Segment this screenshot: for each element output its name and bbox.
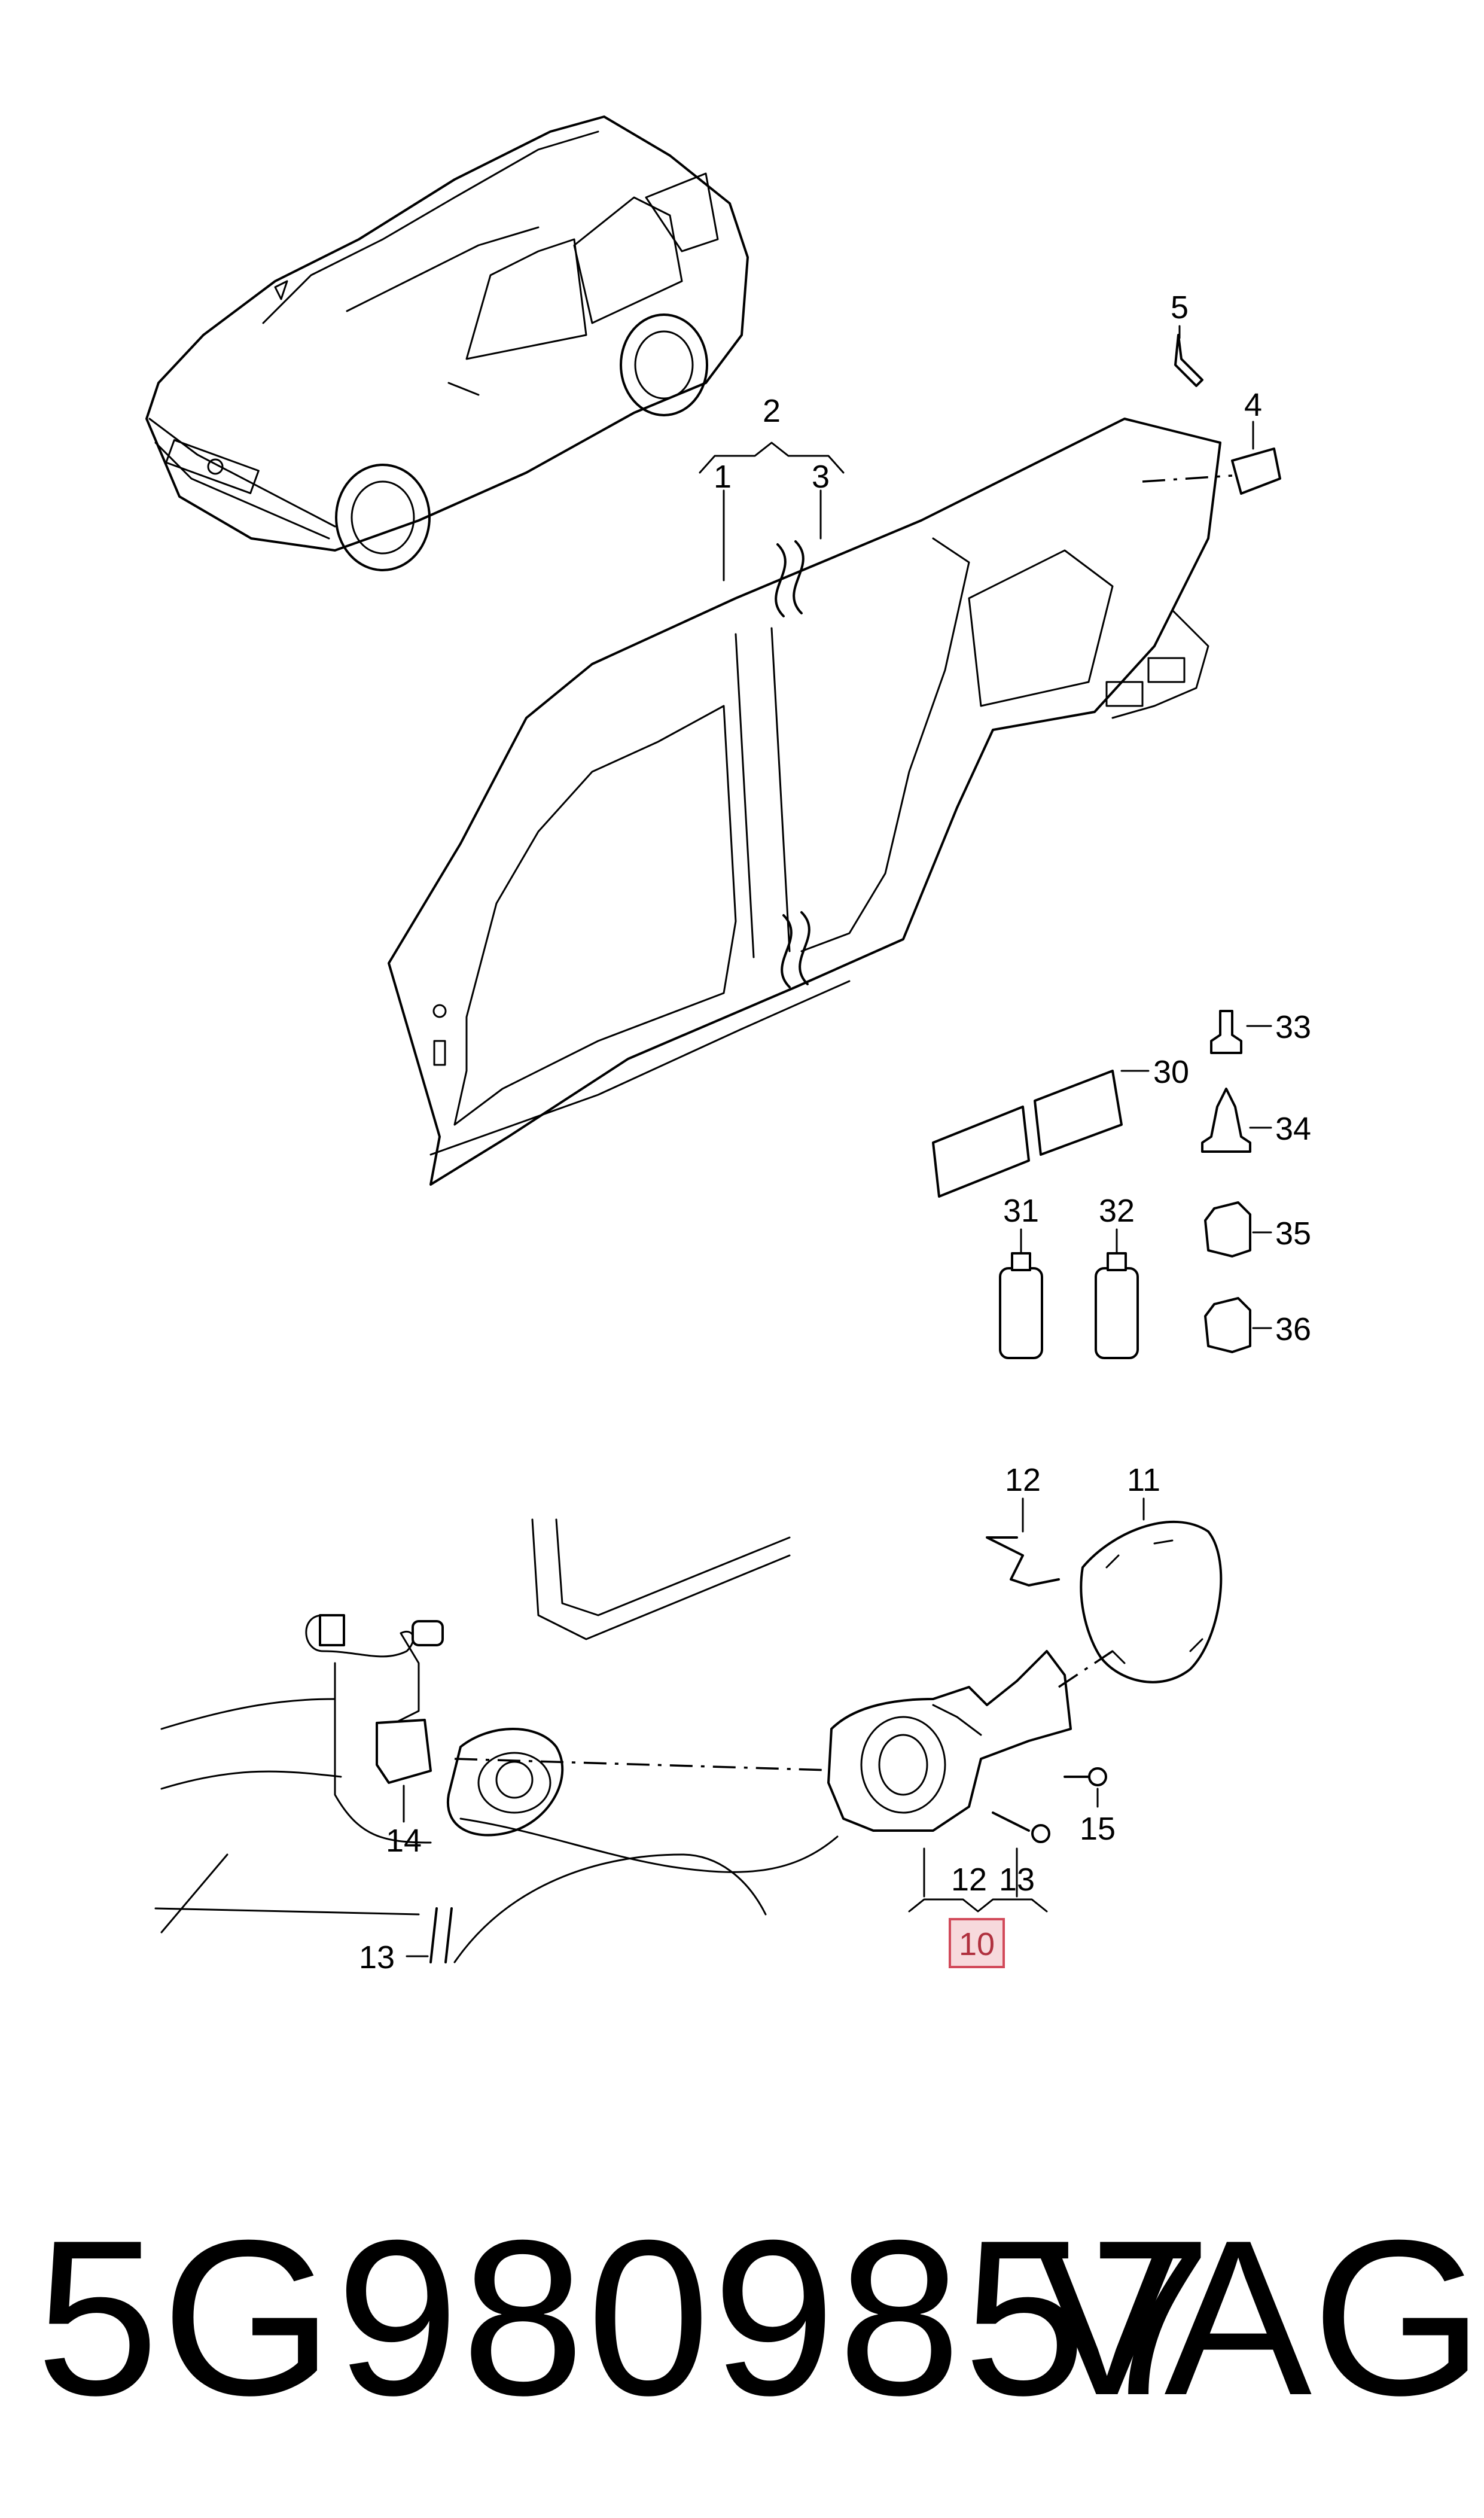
part-13-hose-end	[1031, 1824, 1050, 1843]
part-30-damping-pads	[932, 1070, 1123, 1198]
flap-dash-line	[1058, 1650, 1113, 1688]
callout-12-top: 12	[1005, 1462, 1041, 1498]
callout-33: 33	[1275, 1009, 1311, 1045]
callout-36: 36	[1275, 1311, 1311, 1347]
part-12-spring	[986, 1536, 1060, 1587]
part-14-actuator	[305, 1614, 444, 1784]
callout-3: 3	[812, 459, 830, 495]
car-overview-illustration	[145, 115, 749, 571]
bracket-2	[699, 442, 845, 474]
part-4-plug	[1231, 447, 1281, 495]
part-34-fastener	[1201, 1088, 1251, 1153]
part-5-clip	[1174, 334, 1203, 387]
part-33-fastener	[1210, 1010, 1242, 1054]
callout-5: 5	[1171, 290, 1189, 325]
part-11-fuel-flap	[1080, 1520, 1223, 1683]
callout-2: 2	[763, 393, 781, 429]
cable-line	[459, 1817, 839, 1873]
brand-label: VAG	[1033, 2194, 1484, 2441]
parts-diagram: 2 1 3 5 4 30 33 34 35 36 31 32 12 11 14 …	[145, 115, 1311, 1975]
callout-14: 14	[386, 1823, 422, 1859]
callout-11: 11	[1127, 1462, 1160, 1498]
callout-35: 35	[1275, 1216, 1311, 1252]
leader-4-dash	[1142, 474, 1233, 483]
part-10-fuel-filler-housing	[827, 1650, 1072, 1832]
callout-30: 30	[1153, 1054, 1189, 1090]
callout-12-bottom: 12	[951, 1862, 987, 1898]
callout-10: 10	[959, 1926, 995, 1962]
part-35-nut	[1204, 1201, 1251, 1258]
callout-34: 34	[1275, 1111, 1311, 1147]
part-31-tube	[999, 1252, 1043, 1359]
body-outline-lower	[154, 1518, 791, 1963]
part-13-hose-left	[429, 1907, 453, 1963]
callout-1: 1	[714, 459, 732, 495]
part-36-nut	[1204, 1297, 1251, 1353]
side-panel-illustration	[388, 418, 1221, 1186]
part-32-tube	[1095, 1252, 1139, 1359]
part-15-screw	[1064, 1767, 1107, 1786]
callout-13-left: 13	[359, 1940, 395, 1975]
callout-15: 15	[1080, 1811, 1116, 1847]
part-10-highlight-box	[949, 1918, 1005, 1968]
part-number: 5G9809857	[36, 2194, 1215, 2441]
callout-31: 31	[1003, 1193, 1039, 1229]
callout-32: 32	[1099, 1193, 1135, 1229]
part-13-hose-right	[992, 1811, 1030, 1832]
fuel-door-opening	[446, 1728, 564, 1837]
bracket-10	[908, 1898, 1048, 1913]
callout-4: 4	[1244, 387, 1262, 423]
callout-13-right: 13	[999, 1862, 1035, 1898]
